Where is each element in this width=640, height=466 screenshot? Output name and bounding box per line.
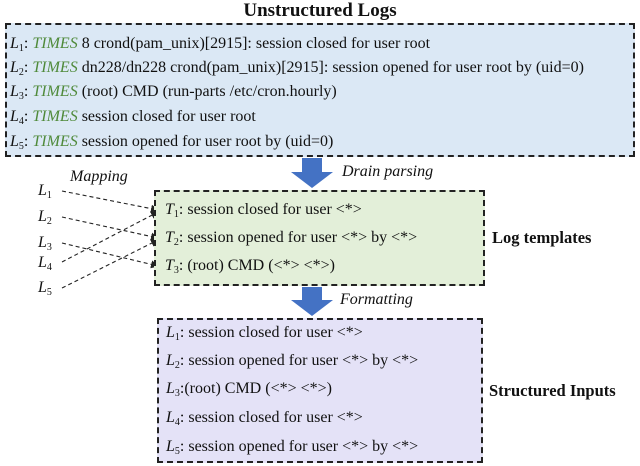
- log-line-text: session opened for user root by (uid=0): [77, 133, 334, 150]
- log-line-text: (root) CMD (run-parts /etc/cron.hourly): [77, 83, 337, 100]
- left-log-label: L3: [38, 234, 52, 253]
- left-log-label: L5: [38, 279, 52, 298]
- structured-line-label-index: 2: [174, 360, 180, 371]
- log-line: L2: TIMES dn228/dn228 crond(pam_unix)[29…: [10, 58, 584, 83]
- log-templates-box: [154, 190, 485, 286]
- log-line-times: TIMES: [32, 59, 78, 76]
- template-line-label-index: 1: [173, 209, 179, 220]
- log-line-label-index: 2: [18, 67, 24, 78]
- log-line-text: 8 crond(pam_unix)[2915]: session closed …: [77, 35, 431, 52]
- template-line: T2: session opened for user <*> by <*>: [165, 228, 417, 253]
- log-line-colon: :: [23, 35, 33, 52]
- log-line-label: L3: [10, 83, 24, 102]
- left-log-label-index: 5: [46, 287, 52, 298]
- log-line-label: L2: [10, 59, 24, 78]
- structured-line-label: L3: [166, 380, 180, 399]
- log-line: L4: TIMES session closed for user root: [10, 107, 256, 132]
- log-line-colon: :: [23, 133, 33, 150]
- structured-line-label: L4: [166, 409, 180, 428]
- log-line-times: TIMES: [32, 83, 78, 100]
- drain-parsing-arrow: [291, 158, 333, 188]
- structured-line-label: L5: [166, 438, 180, 457]
- log-line-label-index: 3: [18, 91, 24, 102]
- left-log-label-index: 1: [46, 190, 52, 201]
- log-line-label-index: 1: [18, 43, 24, 54]
- log-line-text: session closed for user root: [77, 108, 256, 125]
- template-line-text: : (root) CMD (<*> <*>): [178, 257, 335, 274]
- structured-line-label-index: 5: [174, 446, 180, 457]
- template-line-label: T2: [165, 229, 179, 248]
- template-line-text: : session closed for user <*>: [178, 201, 362, 218]
- log-line: L3: TIMES (root) CMD (run-parts /etc/cro…: [10, 82, 337, 107]
- template-line: T1: session closed for user <*>: [165, 200, 362, 225]
- log-line-colon: :: [23, 108, 33, 125]
- log-line-label-index: 5: [18, 141, 24, 152]
- structured-line-text: : session opened for user <*> by <*>: [179, 438, 419, 455]
- structured-line-label-index: 3: [174, 388, 180, 399]
- log-line-colon: :: [23, 59, 33, 76]
- template-line: T3: (root) CMD (<*> <*>): [165, 256, 335, 281]
- mapping-arrow-l1-t1: [61, 190, 159, 213]
- structured-line: L2: session opened for user <*> by <*>: [166, 351, 418, 376]
- structured-line-label-index: 4: [174, 417, 180, 428]
- structured-line-text: : session closed for user <*>: [179, 324, 363, 341]
- log-line-label: L5: [10, 133, 24, 152]
- structured-line-label-index: 1: [174, 332, 180, 343]
- structured-line: L3:(root) CMD (<*> <*>): [166, 379, 332, 404]
- mapping-arrow-l5-t2: [61, 239, 159, 289]
- mapping-arrow-l2-t2: [61, 216, 159, 241]
- formatting-arrow: [291, 287, 333, 316]
- structured-line: L4: session closed for user <*>: [166, 408, 363, 433]
- structured-line-label: L2: [166, 352, 180, 371]
- log-line-text: dn228/dn228 crond(pam_unix)[2915]: sessi…: [77, 59, 584, 76]
- template-line-text: : session opened for user <*> by <*>: [178, 229, 418, 246]
- left-log-label-index: 4: [46, 262, 52, 273]
- log-line: L1: TIMES 8 crond(pam_unix)[2915]: sessi…: [10, 34, 430, 59]
- log-line-times: TIMES: [32, 108, 78, 125]
- unstructured-logs-box: [5, 23, 635, 157]
- structured-line-label: L1: [166, 324, 180, 343]
- structured-line-text: : session opened for user <*> by <*>: [179, 352, 419, 369]
- log-line-label: L4: [10, 108, 24, 127]
- structured-inputs-box: [157, 318, 483, 463]
- mapping-label: Mapping: [70, 168, 128, 185]
- log-line-label: L1: [10, 35, 24, 54]
- left-log-label-index: 3: [46, 242, 52, 253]
- structured-inputs-label: Structured Inputs: [489, 381, 616, 400]
- template-line-label: T3: [165, 257, 179, 276]
- log-line-times: TIMES: [32, 35, 78, 52]
- template-line-label-index: 2: [173, 237, 179, 248]
- left-log-label-index: 2: [46, 216, 52, 227]
- template-line-label: T1: [165, 201, 179, 220]
- structured-line-text: : session closed for user <*>: [179, 409, 363, 426]
- log-line: L5: TIMES session opened for user root b…: [10, 132, 333, 157]
- structured-line: L5: session opened for user <*> by <*>: [166, 437, 418, 462]
- mapping-arrow-l3-t3: [61, 242, 159, 269]
- drain-parsing-label: Drain parsing: [342, 163, 434, 180]
- log-templates-label: Log templates: [492, 228, 592, 247]
- left-log-label: L4: [38, 254, 52, 273]
- left-log-label: L2: [38, 208, 52, 227]
- template-line-label-index: 3: [173, 265, 179, 276]
- log-line-times: TIMES: [32, 133, 78, 150]
- structured-line-text: :(root) CMD (<*> <*>): [179, 380, 332, 397]
- structured-line: L1: session closed for user <*>: [166, 323, 363, 348]
- log-line-label-index: 4: [18, 116, 24, 127]
- log-line-colon: :: [23, 83, 33, 100]
- diagram-title: Unstructured Logs: [243, 0, 397, 21]
- formatting-label: Formatting: [340, 291, 413, 308]
- left-log-label: L1: [38, 182, 52, 201]
